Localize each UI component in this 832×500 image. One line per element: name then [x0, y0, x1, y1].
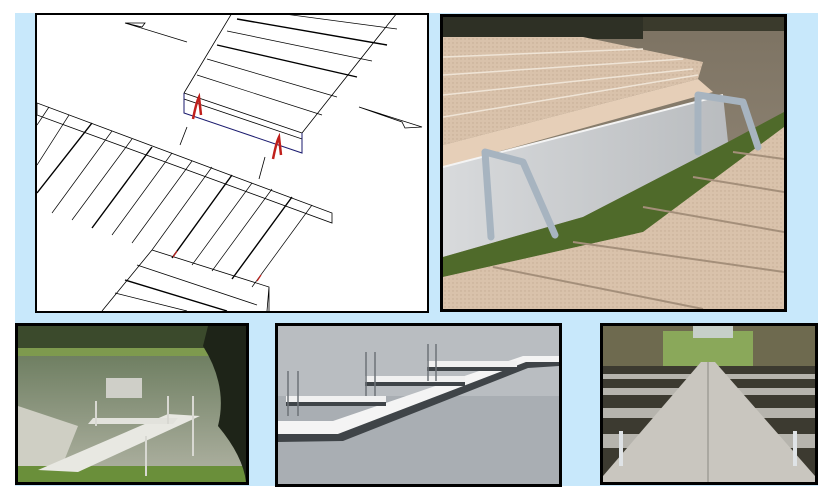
dock-assembly-drawing	[37, 15, 423, 311]
lake-dock-image	[18, 326, 246, 482]
lake-dock-photo	[15, 323, 249, 485]
snowy-dock-image	[278, 326, 559, 484]
assembly-diagram	[35, 13, 429, 313]
marina-dock-image	[603, 326, 815, 482]
deck-closeup-image	[443, 17, 784, 309]
connector-arrow-icon	[172, 92, 283, 282]
marina-dock-photo	[600, 323, 818, 485]
leg-bracket-icon	[481, 91, 762, 241]
snowy-dock-photo	[275, 323, 562, 487]
deck-closeup-photo	[440, 14, 787, 312]
